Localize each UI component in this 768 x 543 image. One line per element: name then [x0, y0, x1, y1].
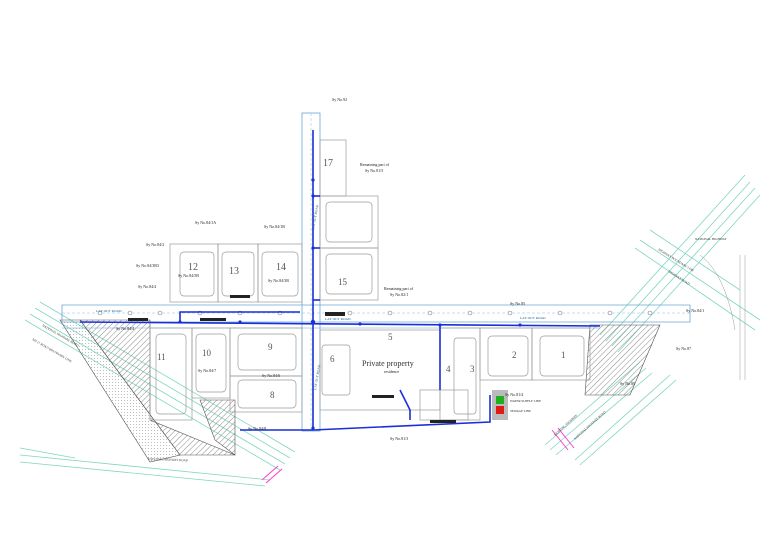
plot-number-15: 15 [338, 277, 348, 287]
survey-label-sw: Sy No.84/8 [248, 426, 266, 431]
private-property-title: Private property [362, 359, 414, 368]
pipeline-junctions [178, 178, 522, 430]
survey-label-p12: Sy No.84/5B [178, 273, 199, 278]
legend-green-swatch [496, 396, 504, 404]
road-label-vertical-2: LAY OUT ROAD [313, 364, 321, 390]
highway-label-ne-1: NATIONAL HIGHWAY [695, 237, 727, 241]
highway-east-grey [699, 254, 746, 380]
plot-number-6: 6 [330, 354, 335, 364]
plot-number-10: 10 [202, 348, 212, 358]
road-label-main-west: LAY OUT ROAD [96, 309, 122, 313]
survey-label-e3: Sy No.89 [620, 381, 635, 386]
private-property-subtitle: residence [384, 369, 399, 374]
plot-number-12: 12 [188, 262, 198, 273]
survey-label-p14: Sy No.84/3B [268, 278, 289, 283]
plots-outline [149, 139, 591, 421]
survey-label-w2: Sy No.84/3B3 [136, 263, 159, 268]
plot-number-14: 14 [276, 262, 286, 273]
survey-label-rem-upper: Remaining part of [360, 162, 390, 167]
survey-label-s2: Sy No.81/4 [505, 392, 523, 397]
survey-labels: Sy No.92 Remaining part of Sy No.81/5 Sy… [116, 97, 704, 441]
plot-number-5: 5 [388, 332, 393, 342]
road-label-main-east: LAY OUT ROAD [520, 316, 546, 320]
plot-number-1: 1 [561, 350, 566, 360]
boundary-markers [261, 427, 575, 484]
survey-label-w3: Sy No.84/4 [138, 284, 156, 289]
plot-number-8: 8 [270, 390, 275, 400]
highway-label-se-2: EXISTING HIGHWAY [553, 413, 579, 437]
plot-number-17: 17 [323, 158, 333, 169]
hatched-area-east [584, 324, 661, 396]
legend-sewage-label: SEWAGE LINE [510, 409, 531, 413]
survey-label-top: Sy No.92 [332, 97, 347, 102]
plot-number-2: 2 [512, 350, 517, 360]
plot-numbers: 1 2 3 4 5 6 8 9 10 11 12 13 14 15 17 [157, 158, 566, 400]
plot-number-9: 9 [268, 342, 273, 352]
survey-label-s1: Sy No.81/3 [390, 436, 408, 441]
hatched-area-sw2 [199, 399, 236, 456]
road-labels: LAY OUT ROAD LAY OUT ROAD LAY OUT ROAD L… [96, 204, 546, 390]
plot-number-13: 13 [229, 266, 239, 277]
hatched-area-south [59, 319, 181, 463]
survey-label-p10: Sy No.84/4 [116, 326, 134, 331]
legend-red-swatch [496, 406, 504, 414]
survey-label-e1: Sy No.84/1 [686, 308, 704, 313]
survey-label-p10b: Sy No.84/7 [198, 368, 216, 373]
equipment-blocks [128, 295, 456, 423]
survey-label-w1: Sy No.84/2 [146, 242, 164, 247]
survey-label-e2: Sy No.87 [676, 346, 691, 351]
highway-label-sw-2: NH 17 ROAD BOUNDARY LINE [32, 337, 73, 363]
survey-label-rem-mid: Remaining part of [384, 286, 414, 291]
highway-label-sw-3: EXISTING HIGHWAY ROAD [148, 457, 189, 462]
plot-number-3: 3 [470, 364, 475, 374]
survey-label-n-mid: Sy No.84/1B [264, 224, 285, 229]
survey-label-rem-mid-2: Sy No.82/1 [390, 292, 408, 297]
plot-number-11: 11 [157, 352, 166, 362]
survey-label-rem-upper-2: Sy No.81/5 [365, 168, 383, 173]
survey-label-p9: Sy No.84/6 [262, 373, 280, 378]
survey-label-ne: Sy No.85 [510, 301, 525, 306]
survey-label-n-left: Sy No.84/1A [195, 220, 216, 225]
road-label-main-mid: LAY OUT ROAD [325, 317, 351, 321]
road-label-vertical: LAY OUT ROAD [311, 204, 319, 230]
legend-water-label: WATER SUPPLY LINE [510, 399, 541, 403]
plot-number-4: 4 [446, 364, 451, 374]
